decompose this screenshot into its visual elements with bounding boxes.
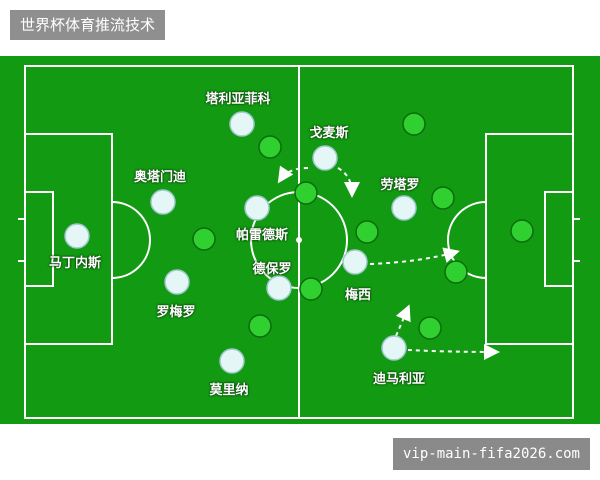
team-b-player: [444, 260, 468, 284]
team-a-players: [64, 111, 417, 374]
label-messi: 梅西: [344, 288, 372, 303]
watermark-url: vip-main-fifa2026.com: [392, 438, 590, 470]
team-b-player: [510, 219, 534, 243]
player-maldini: [64, 223, 90, 249]
team-b-players: [192, 112, 534, 340]
player-tagliafico: [229, 111, 255, 137]
player-paredes: [244, 195, 270, 221]
team-b-player: [355, 220, 379, 244]
team-b-player: [192, 227, 216, 251]
arrow-dimaria-up: [395, 304, 411, 337]
player-dimaria: [381, 335, 407, 361]
player-romero: [164, 269, 190, 295]
team-b-player: [248, 314, 272, 338]
label-aotamendi: 奥塔门迪: [133, 170, 187, 185]
label-gomez: 戈麦斯: [309, 126, 349, 141]
football-pitch-diagram: 马丁内斯 奥塔门迪 塔利亚菲科 罗梅罗 帕雷德斯 德保罗 莫里纳 戈麦斯 劳塔罗…: [0, 56, 600, 424]
player-gomez: [312, 145, 338, 171]
team-b-player: [402, 112, 426, 136]
pitch-graphic: [18, 65, 580, 419]
arrow-messi-run: [369, 247, 460, 265]
label-romero: 罗梅罗: [156, 305, 196, 320]
player-lautaro: [391, 195, 417, 221]
pitch-lines: [18, 65, 580, 419]
movement-arrows: [277, 165, 500, 360]
label-dimaria: 迪马利亚: [372, 372, 426, 387]
label-paredes: 帕雷德斯: [235, 228, 289, 243]
label-maldini: 马丁内斯: [48, 256, 102, 271]
team-b-player: [299, 277, 323, 301]
team-b-player: [418, 316, 442, 340]
team-b-player: [431, 186, 455, 210]
label-tagliafico: 塔利亚菲科: [205, 92, 271, 107]
team-b-player: [258, 135, 282, 159]
label-molina: 莫里纳: [209, 383, 249, 398]
arrow-dimaria-run: [407, 343, 500, 360]
label-lautaro: 劳塔罗: [380, 178, 420, 193]
page-title: 世界杯体育推流技术: [10, 10, 166, 40]
arrow-gomez-back: [277, 165, 309, 184]
team-b-player: [294, 181, 318, 205]
player-messi: [342, 249, 368, 275]
player-depaul: [266, 275, 292, 301]
arrow-gomez-forward: [337, 167, 360, 198]
label-depaul: 德保罗: [252, 262, 292, 277]
player-aotamendi: [150, 189, 176, 215]
player-molina: [219, 348, 245, 374]
